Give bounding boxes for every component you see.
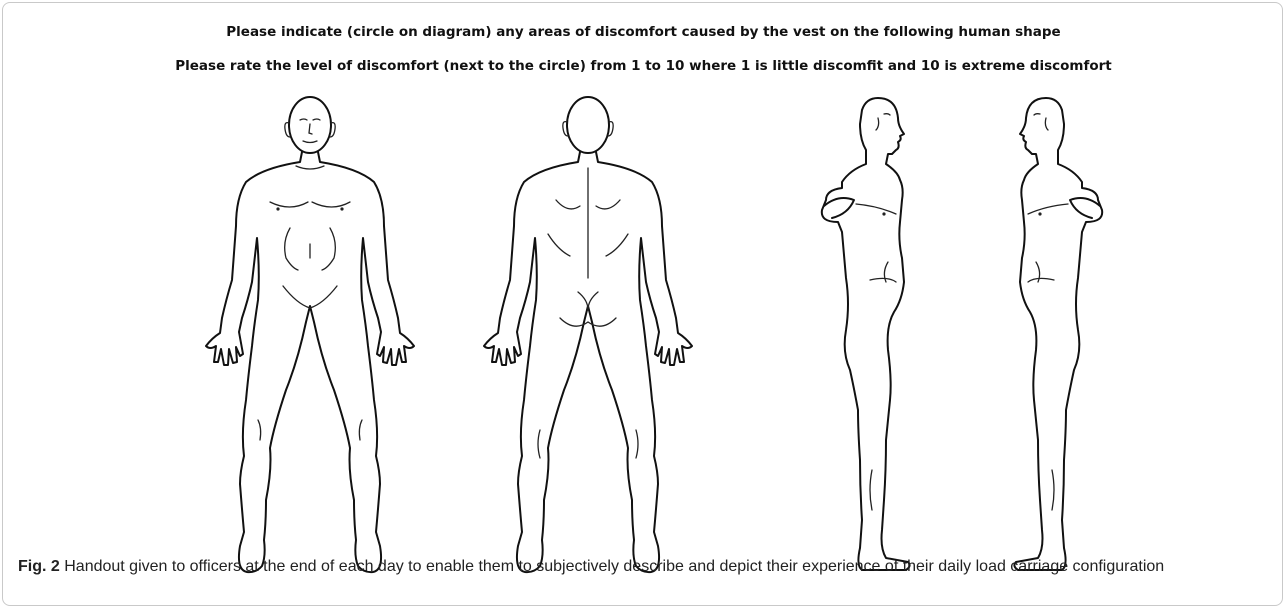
figure-caption: Fig. 2 Handout given to officers at the … [18, 555, 1268, 578]
human-body-side-right-icon [822, 98, 910, 570]
figure-caption-text: Handout given to officers at the end of … [64, 558, 1164, 575]
figure-label: Fig. 2 [18, 558, 60, 575]
human-body-front-icon [206, 97, 414, 572]
human-body-side-left-icon [1014, 98, 1102, 570]
human-body-back-icon [484, 97, 692, 572]
